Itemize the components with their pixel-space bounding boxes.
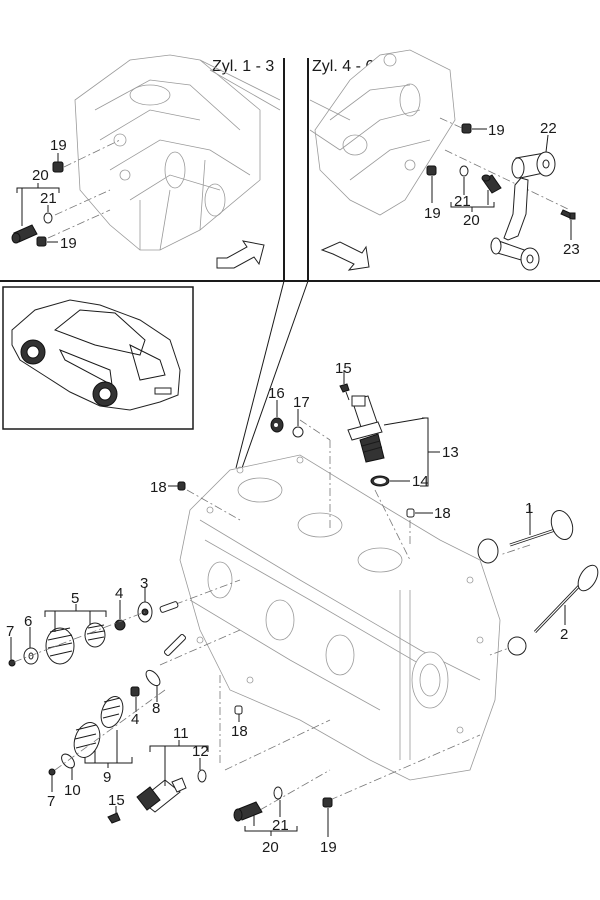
callout-8: 8 xyxy=(152,700,160,717)
cylinder-head xyxy=(179,454,501,781)
callout-16: 16 xyxy=(268,385,285,402)
callout-19-right-top: 19 xyxy=(488,122,505,139)
part-4-stem-seal-lower xyxy=(130,686,140,697)
part-23-screw xyxy=(560,209,576,220)
part-20-screw-plug-left xyxy=(11,224,38,244)
direction-arrow-right-panel xyxy=(320,241,370,271)
part-19-plug-upper-left xyxy=(52,161,64,173)
valve-guide-lower xyxy=(164,634,186,656)
part-15-screw-lower xyxy=(107,812,121,824)
part-2-exhaust-valve xyxy=(533,564,599,634)
callout-7-lower: 7 xyxy=(47,793,55,810)
callout-1: 1 xyxy=(525,500,533,517)
engine-block-zyl-1-3 xyxy=(74,54,281,251)
callout-leader-zyl13 xyxy=(235,280,285,469)
callout-19-bottom: 19 xyxy=(320,839,337,856)
part-20-screw-plug-bottom xyxy=(233,801,263,822)
part-8-spring-seat xyxy=(145,669,161,687)
callout-6: 6 xyxy=(24,613,32,630)
callout-19-left-bottom: 19 xyxy=(60,235,77,252)
assembly-leader-lines xyxy=(159,419,531,811)
callout-9: 9 xyxy=(103,769,111,786)
callout-17: 17 xyxy=(293,394,310,411)
callout-5: 5 xyxy=(71,590,79,607)
part-19-plug-right-top xyxy=(461,123,472,134)
callout-4-upper: 4 xyxy=(115,585,123,602)
part-12-o-ring xyxy=(197,769,207,783)
callout-12: 12 xyxy=(192,743,209,760)
callout-3: 3 xyxy=(140,575,148,592)
callout-18-upper-left: 18 xyxy=(150,479,167,496)
valve-seat-ring-1 xyxy=(477,538,499,564)
top-panel-dividers xyxy=(0,58,600,469)
callout-20-bottom: 20 xyxy=(262,839,279,856)
callout-13: 13 xyxy=(442,444,459,461)
callout-14: 14 xyxy=(412,473,429,490)
callout-22: 22 xyxy=(540,120,557,137)
part-21-o-ring-left xyxy=(43,212,53,224)
callout-11: 11 xyxy=(173,725,189,742)
callout-10: 10 xyxy=(64,782,81,799)
part-7-cotter-lower xyxy=(48,768,56,776)
part-21-o-ring-right xyxy=(459,165,469,177)
zyl-1-3-header: Zyl. 1 - 3 xyxy=(212,58,274,75)
callout-leader-zyl46 xyxy=(241,280,309,469)
part-21-o-ring-bottom xyxy=(273,786,283,800)
part-11-solenoid-valve xyxy=(136,777,187,813)
part-18-dowel-right xyxy=(406,508,415,518)
part-20-screw-plug-right xyxy=(481,174,502,194)
callout-4-lower: 4 xyxy=(131,711,139,728)
valve-seat-ring-2 xyxy=(507,636,527,656)
vehicle-thumbnail-car xyxy=(11,299,181,411)
callout-23: 23 xyxy=(563,241,580,258)
callout-20-left: 20 xyxy=(32,167,49,184)
part-15-screw-upper xyxy=(339,383,350,401)
callout-19-right-middle: 19 xyxy=(424,205,441,222)
zyl-4-6-header: Zyl. 4 - 6 xyxy=(312,58,374,75)
callout-18-lower: 18 xyxy=(231,723,248,740)
part-16-plug xyxy=(270,417,284,433)
callout-15-upper: 15 xyxy=(335,360,352,377)
part-1-intake-valve xyxy=(509,509,574,547)
callout-2: 2 xyxy=(560,626,568,643)
part-19-plug-right-middle xyxy=(426,165,437,176)
part-7-cotter-upper xyxy=(8,659,16,667)
part-19-plug-bottom xyxy=(322,797,333,808)
part-17-o-ring xyxy=(292,426,304,438)
part-18-dowel-upper-left xyxy=(177,481,186,491)
part-5-valve-springs xyxy=(45,622,106,665)
callout-18-right: 18 xyxy=(434,505,451,522)
part-9-valve-springs xyxy=(73,696,124,758)
part-13-control-valve xyxy=(347,395,385,463)
part-6-retainer xyxy=(23,647,39,665)
engine-block-zyl-4-6 xyxy=(309,49,456,216)
direction-arrow-left-panel xyxy=(216,240,265,269)
callout-7-upper: 7 xyxy=(6,623,14,640)
callout-20-right: 20 xyxy=(463,212,480,229)
callout-21-right: 21 xyxy=(454,193,471,210)
part-19-plug-lower-left xyxy=(36,236,47,247)
part-22-lifting-eye xyxy=(490,151,556,271)
part-18-dowel-lower xyxy=(234,705,243,715)
valve-guide-upper xyxy=(159,601,179,613)
callout-15-lower: 15 xyxy=(108,792,125,809)
part-4-stem-seal-upper xyxy=(114,619,126,631)
callout-19-left-top: 19 xyxy=(50,137,67,154)
part-10-retainer xyxy=(61,753,75,769)
callout-21-bottom: 21 xyxy=(272,817,289,834)
callout-21-left: 21 xyxy=(40,190,57,207)
